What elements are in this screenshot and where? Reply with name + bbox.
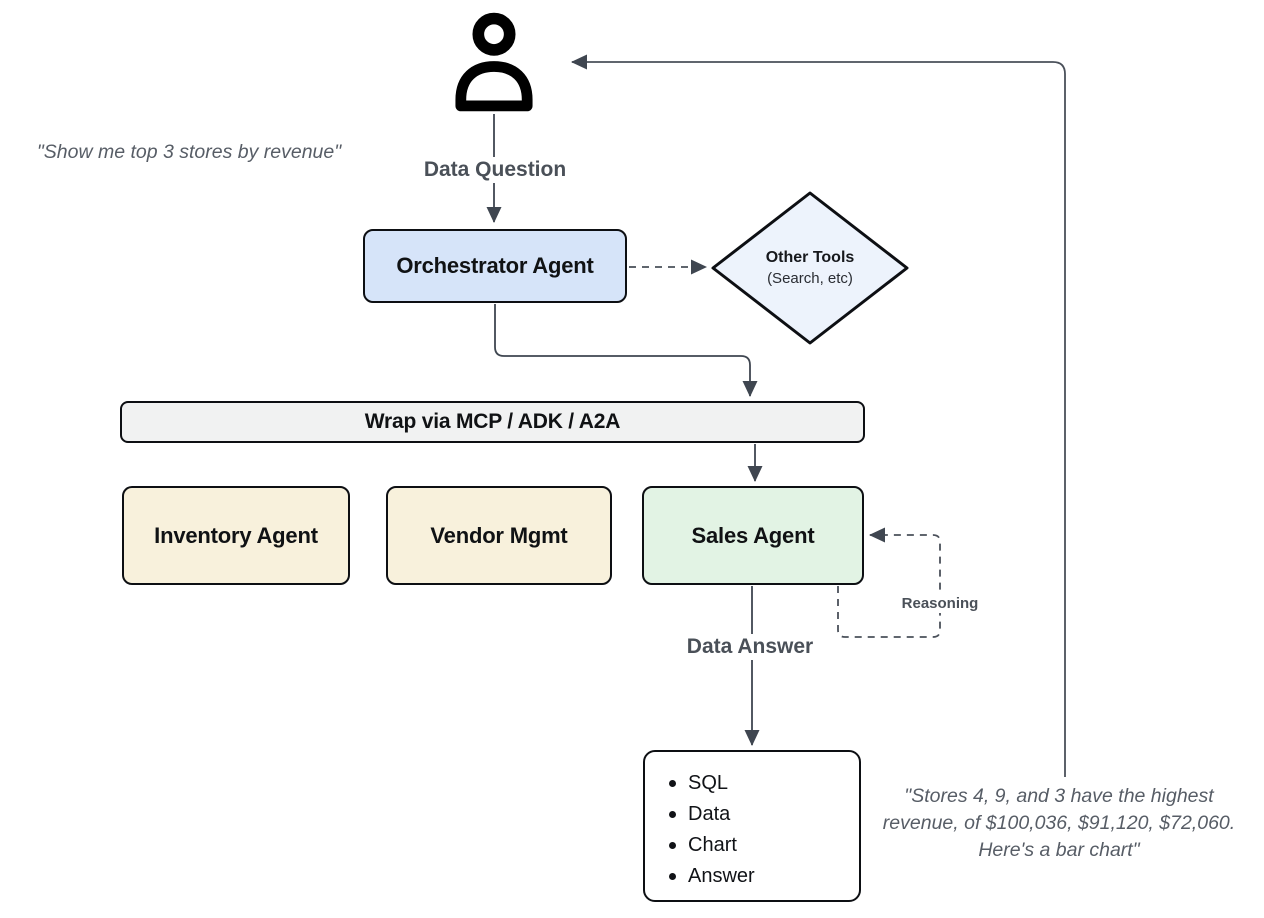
sales-agent-node: Sales Agent xyxy=(642,486,864,585)
other-tools-label: Other Tools (Search, etc) xyxy=(718,240,902,296)
answer-quote-line-1: "Stores 4, 9, and 3 have the highest xyxy=(904,785,1214,807)
other-tools-diamond xyxy=(711,191,909,345)
data-question-label: Data Question xyxy=(417,157,573,183)
data-answer-label: Data Answer xyxy=(680,634,820,660)
output-item-answer: Answer xyxy=(669,861,859,892)
answer-quote-line-3: Here's a bar chart" xyxy=(978,839,1140,861)
answer-quote-line-2: revenue, of $100,036, $91,120, $72,060. xyxy=(882,812,1236,834)
reasoning-label: Reasoning xyxy=(895,594,985,613)
arrow-reasoning-loop xyxy=(837,527,941,638)
answer-quote: "Stores 4, 9, and 3 have the highest rev… xyxy=(866,783,1252,864)
other-tools-title: Other Tools xyxy=(765,249,855,267)
inventory-agent-node: Inventory Agent xyxy=(122,486,350,585)
output-list: SQL Data Chart Answer xyxy=(669,768,859,892)
orchestrator-agent-node: Orchestrator Agent xyxy=(363,229,627,303)
output-item-chart: Chart xyxy=(669,830,859,861)
arrow-orchestrator-to-wrapper xyxy=(494,304,758,397)
output-item-data: Data xyxy=(669,799,859,830)
arrow-answer-to-user xyxy=(571,54,1066,777)
other-tools-subtitle: (Search, etc) xyxy=(767,269,853,287)
wrapper-bar-node: Wrap via MCP / ADK / A2A xyxy=(120,401,865,443)
output-item-sql: SQL xyxy=(669,768,859,799)
person-icon xyxy=(455,12,533,112)
user-quote: "Show me top 3 stores by revenue" xyxy=(36,141,342,163)
output-box: SQL Data Chart Answer xyxy=(643,750,861,902)
vendor-mgmt-node: Vendor Mgmt xyxy=(386,486,612,585)
